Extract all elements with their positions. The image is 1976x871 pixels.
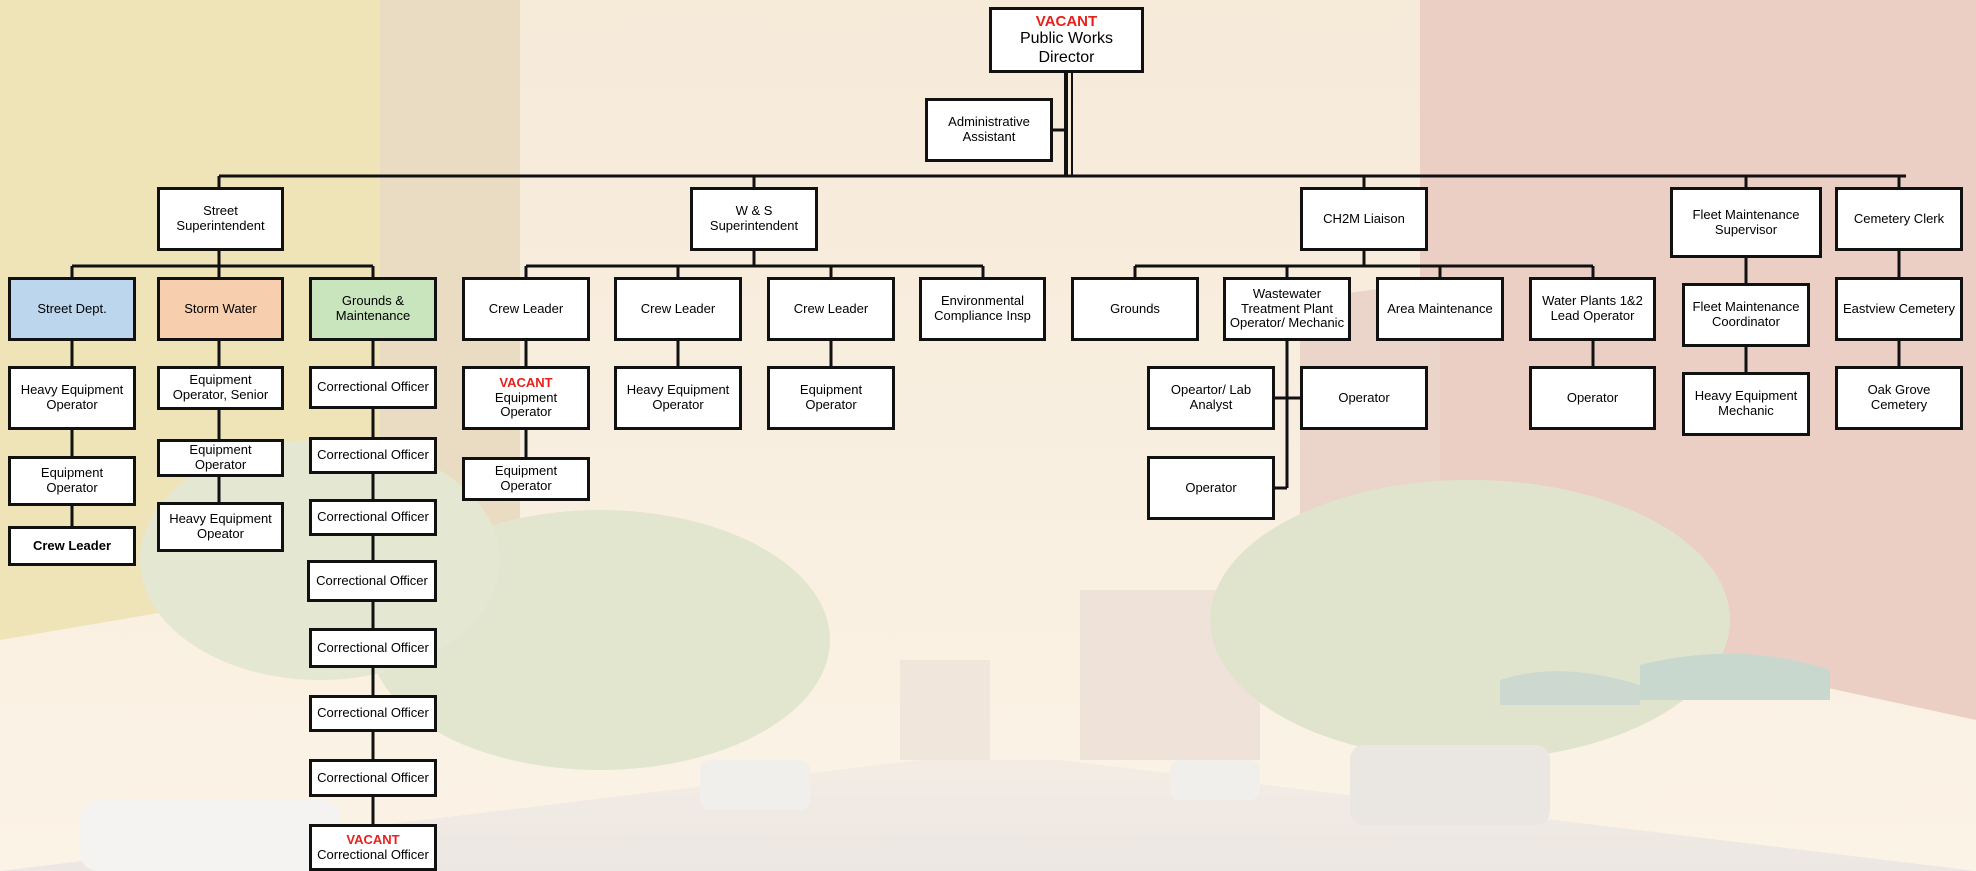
water-plant-operator-box: Operator: [1529, 366, 1656, 430]
street-equipment-operator-box: Equipment Operator: [8, 456, 136, 506]
eastview-cemetery-box: Eastview Cemetery: [1835, 277, 1963, 341]
crew-leader-box-2: Crew Leader: [614, 277, 742, 341]
fleet-maintenance-supervisor-box: Fleet Maintenance Supervisor: [1670, 187, 1822, 258]
correctional-officer-box-2: Correctional Officer: [309, 437, 437, 474]
public-works-director-title: Public Works Director: [1019, 30, 1114, 66]
grounds-maintenance-box: Grounds & Maintenance: [309, 277, 437, 341]
ch2m-liaison-box: CH2M Liaison: [1300, 187, 1428, 251]
fleet-heavy-equipment-mechanic-box: Heavy Equipment Mechanic: [1682, 372, 1810, 436]
crew1-equipment-operator-box: Equipment Operator: [462, 457, 590, 501]
wastewater-operator-box-1: Operator: [1300, 366, 1428, 430]
correctional-officer-box-3: Correctional Officer: [309, 499, 437, 536]
wastewater-operator-mechanic-box: Wastewater Treatment Plant Operator/ Mec…: [1223, 277, 1351, 341]
area-maintenance-box: Area Maintenance: [1376, 277, 1504, 341]
street-superintendent-box: Street Superintendent: [157, 187, 284, 251]
oak-grove-cemetery-box: Oak Grove Cemetery: [1835, 366, 1963, 430]
wastewater-operator-box-2: Operator: [1147, 456, 1275, 520]
administrative-assistant-box: Administrative Assistant: [925, 98, 1053, 162]
correctional-officer-box-6: Correctional Officer: [309, 695, 437, 732]
storm-equipment-operator-box: Equipment Operator: [157, 439, 284, 477]
environmental-compliance-box: Environmental Compliance Insp: [919, 277, 1046, 341]
correctional-officer-vacant-box: VACANT Correctional Officer: [309, 824, 437, 871]
street-dept-box: Street Dept.: [8, 277, 136, 341]
water-plants-lead-operator-box: Water Plants 1&2 Lead Operator: [1529, 277, 1656, 341]
cemetery-clerk-box: Cemetery Clerk: [1835, 187, 1963, 251]
vacant-label: VACANT: [1035, 12, 1098, 30]
crew-leader-box-1: Crew Leader: [462, 277, 590, 341]
correctional-officer-box-4: Correctional Officer: [307, 560, 437, 602]
grounds-box: Grounds: [1071, 277, 1199, 341]
crew-leader-box-3: Crew Leader: [767, 277, 895, 341]
equipment-operator-vacant-box: VACANT Equipment Operator: [462, 366, 590, 430]
correctional-officer-box-5: Correctional Officer: [309, 628, 437, 668]
fleet-maintenance-coordinator-box: Fleet Maintenance Coordinator: [1682, 283, 1810, 347]
storm-equipment-operator-senior-box: Equipment Operator, Senior: [157, 366, 284, 410]
crew3-equipment-operator-box: Equipment Operator: [767, 366, 895, 430]
ws-superintendent-box: W & S Superintendent: [690, 187, 818, 251]
storm-water-box: Storm Water: [157, 277, 284, 341]
correctional-officer-box-7: Correctional Officer: [309, 759, 437, 797]
lab-analyst-box: Opeartor/ Lab Analyst: [1147, 366, 1275, 430]
street-heavy-equipment-operator-box: Heavy Equipment Operator: [8, 366, 136, 430]
street-crew-leader-box: Crew Leader: [8, 526, 136, 566]
public-works-director-box: VACANT Public Works Director: [989, 7, 1144, 73]
correctional-officer-box-1: Correctional Officer: [309, 366, 437, 409]
crew2-heavy-equipment-operator-box: Heavy Equipment Operator: [614, 366, 742, 430]
storm-heavy-equipment-operator-box: Heavy Equipment Opeator: [157, 502, 284, 552]
